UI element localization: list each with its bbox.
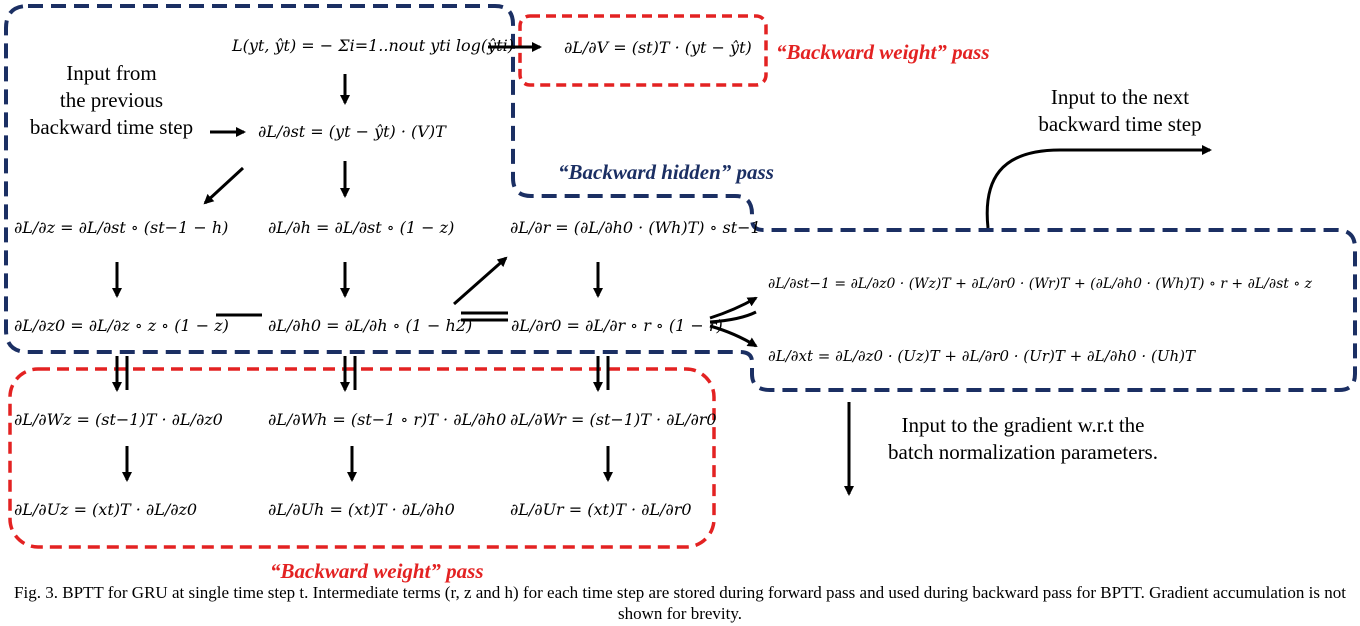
equation-dl-dst-1: ∂L/∂st−1 = ∂L/∂z0 · (Wz)T + ∂L/∂r0 · (Wr… <box>768 276 1313 292</box>
figure-caption: Fig. 3. BPTT for GRU at single time step… <box>14 583 1346 623</box>
weight-pass-top-label: “Backward weight” pass <box>776 40 990 64</box>
equation-dl-dh0: ∂L/∂h0 = ∂L/∂h ∘ (1 − h2) <box>268 316 473 335</box>
equation-dl-dst: ∂L/∂st = (yt − ŷt) · (V)T <box>258 122 446 141</box>
equation-dl-dur: ∂L/∂Ur = (xt)T · ∂L/∂r0 <box>510 500 692 519</box>
arrow-dst-to-dz <box>203 166 245 205</box>
weight-pass-bottom-boundary <box>8 367 716 549</box>
equation-dl-dr: ∂L/∂r = (∂L/∂h0 · (Wh)T) ∘ st−1 <box>510 218 761 237</box>
arrow-dr0-to-dst1 <box>709 296 758 320</box>
arrow-dr0-to-dst1-b <box>709 310 757 324</box>
arrow-dh0-to-dr <box>453 256 508 306</box>
equation-dl-dr0: ∂L/∂r0 = ∂L/∂r ∘ r ∘ (1 − r) <box>511 316 723 335</box>
hidden-pass-boundary <box>4 4 1357 392</box>
equation-dl-dv: ∂L/∂V = (st)T · (yt − ŷt) <box>564 38 752 57</box>
input-previous-label: Input from the previous backward time st… <box>29 61 194 139</box>
equation-dl-dwr: ∂L/∂Wr = (st−1)T · ∂L/∂r0 <box>510 410 717 429</box>
input-next-label: Input to the next backward time step <box>1038 85 1202 136</box>
weight-pass-top-boundary <box>518 14 768 87</box>
equation-dl-dwz: ∂L/∂Wz = (st−1)T · ∂L/∂z0 <box>14 410 223 429</box>
equation-dl-dwh: ∂L/∂Wh = (st−1 ∘ r)T · ∂L/∂h0 <box>268 410 507 429</box>
equation-dl-dh: ∂L/∂h = ∂L/∂st ∘ (1 − z) <box>268 218 455 237</box>
equation-dl-duz: ∂L/∂Uz = (xt)T · ∂L/∂z0 <box>14 500 198 519</box>
arrow-dr0-to-dxt <box>709 324 758 348</box>
hidden-pass-label: “Backward hidden” pass <box>558 160 774 184</box>
weight-pass-bottom-label: “Backward weight” pass <box>270 559 484 583</box>
equation-loss: L(yt, ŷt) = − Σi=1..nout yti log(ŷti) <box>232 36 514 55</box>
arrow-to-next-step <box>985 145 1212 229</box>
equation-dl-dz0: ∂L/∂z0 = ∂L/∂z ∘ z ∘ (1 − z) <box>14 316 229 335</box>
input-batch-norm-label: Input to the gradient w.r.t the batch no… <box>888 413 1158 464</box>
equation-dl-dz: ∂L/∂z = ∂L/∂st ∘ (st−1 − h) <box>14 218 229 237</box>
equation-dl-dxt: ∂L/∂xt = ∂L/∂z0 · (Uz)T + ∂L/∂r0 · (Ur)T… <box>768 347 1195 365</box>
equation-dl-duh: ∂L/∂Uh = (xt)T · ∂L/∂h0 <box>268 500 455 519</box>
